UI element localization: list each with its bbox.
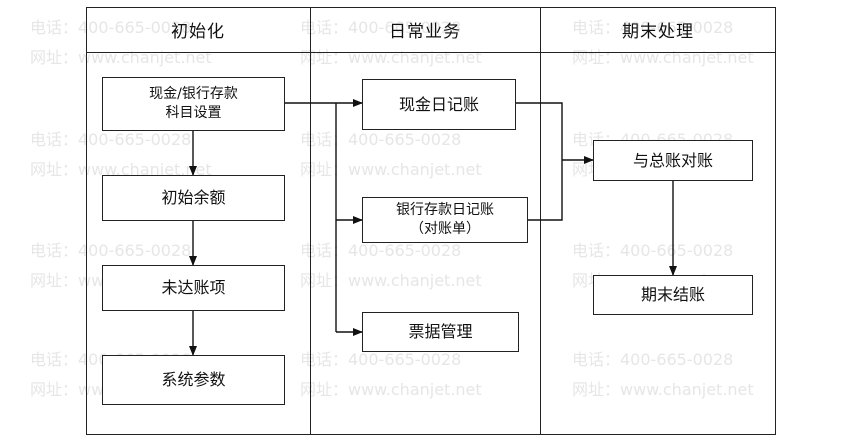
watermark-site: 网址：www.chanjet.net xyxy=(300,380,482,399)
node-label: 与总账对账 xyxy=(632,150,713,170)
node-label-line1: 银行存款日记账 xyxy=(396,202,494,218)
watermark-phone: 电话：400-665-0028 xyxy=(300,130,462,149)
lane-header-divider xyxy=(86,52,776,53)
lane-divider xyxy=(310,7,311,435)
watermark-site: 网址：www.chanjet.net xyxy=(572,380,754,399)
node-period-end-close: 期末结账 xyxy=(593,275,753,315)
watermark-phone: 电话：400-665-0028 xyxy=(300,241,462,260)
node-bank-deposit-journal: 银行存款日记账 （对账单） xyxy=(362,197,528,243)
node-label: 系统参数 xyxy=(161,370,226,389)
node-opening-balance: 初始余额 xyxy=(102,175,285,221)
watermark-site: 网址：www.chanjet.net xyxy=(30,48,212,67)
watermark-phone: 电话：400-665-0028 xyxy=(30,241,192,260)
connector-cash-to-reconcile xyxy=(516,102,563,221)
lane-divider xyxy=(540,7,541,435)
lane-title-period-end: 期末处理 xyxy=(622,22,694,42)
node-label-line2: （对账单） xyxy=(410,221,480,237)
node-label: 现金日记账 xyxy=(398,94,479,114)
watermark-site: 网址：www.chanjet.net xyxy=(300,48,482,67)
node-label: 期末结账 xyxy=(640,285,705,304)
watermark-site: 网址：www.chanjet.net xyxy=(30,160,212,179)
node-label: 票据管理 xyxy=(408,322,473,341)
watermark-site: 网址：www.chanjet.net xyxy=(300,271,482,290)
node-label-line2: 科目设置 xyxy=(165,105,222,121)
node-label: 未达账项 xyxy=(161,278,226,297)
watermark-site: 网址：www.chanjet.net xyxy=(300,160,482,179)
node-label-line1: 现金/银行存款 xyxy=(149,86,238,102)
watermark-phone: 电话：400-665-0028 xyxy=(300,350,462,369)
watermark-site: 网址：www.chanjet.net xyxy=(572,48,754,67)
watermark-phone: 电话：400-665-0028 xyxy=(30,18,192,37)
node-label: 初始余额 xyxy=(161,188,226,207)
watermark-phone: 电话：400-665-0028 xyxy=(572,241,734,260)
lane-title-daily-business: 日常业务 xyxy=(389,22,461,42)
watermark-phone: 电话：400-665-0028 xyxy=(572,18,734,37)
node-cash-bank-account-setup: 现金/银行存款 科目设置 xyxy=(102,77,285,131)
watermark-phone: 电话：400-665-0028 xyxy=(300,18,462,37)
lane-title-initialization: 初始化 xyxy=(171,22,225,42)
node-cash-journal: 现金日记账 xyxy=(362,79,516,130)
node-outstanding-items: 未达账项 xyxy=(102,265,285,311)
watermark-phone: 电话：400-665-0028 xyxy=(30,130,192,149)
node-bill-management: 票据管理 xyxy=(362,312,519,352)
swimlane-frame xyxy=(86,7,776,435)
node-system-parameters: 系统参数 xyxy=(102,355,285,405)
node-reconcile-general-ledger: 与总账对账 xyxy=(593,140,753,181)
watermark-phone: 电话：400-665-0028 xyxy=(572,350,734,369)
